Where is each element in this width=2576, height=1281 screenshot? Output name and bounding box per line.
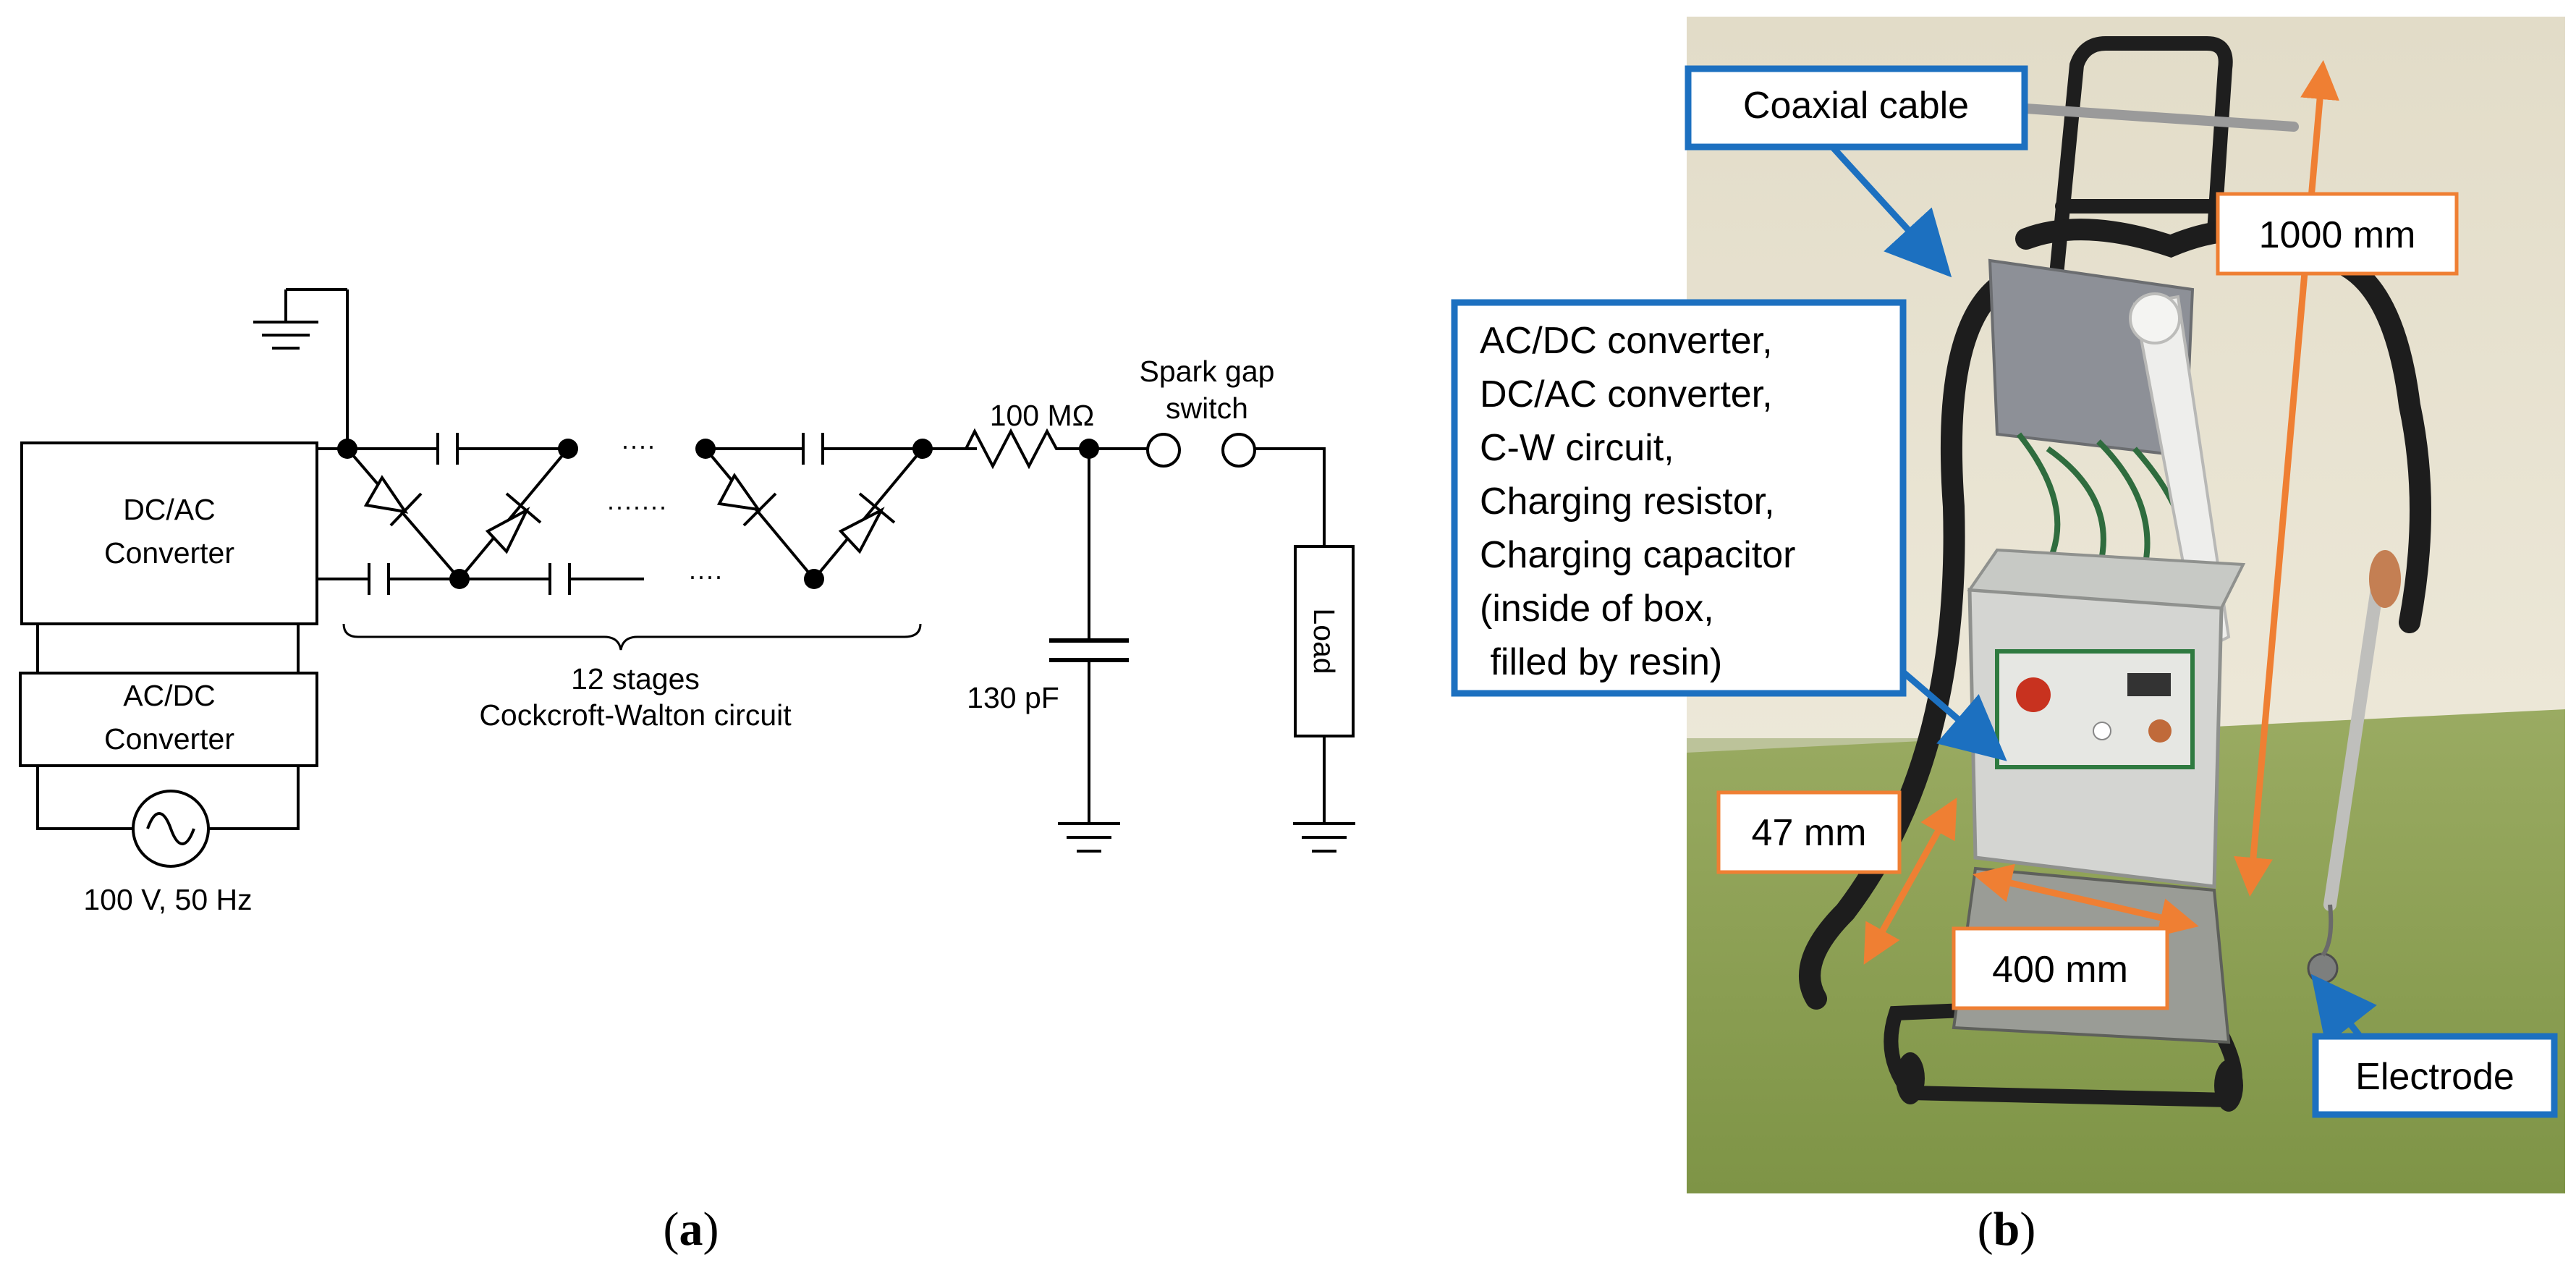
electrode-pointer-arrow (2310, 973, 2377, 1046)
box-contents-line-4: Charging resistor, (1480, 481, 1775, 523)
coaxial-callout-box (1685, 65, 2028, 151)
width-dimension-arrow (1973, 863, 2199, 937)
hv-probe-grip (2369, 550, 2401, 608)
depth-dimension-arrow (1863, 798, 1957, 965)
ellipsis-top: ···· (621, 431, 656, 460)
hv-probe-electrode (2307, 952, 2339, 984)
acdc-converter-block (19, 672, 318, 767)
box-contents-line-7: filled by resin) (1480, 641, 1722, 683)
cw-caption-line2: Cockcroft-Walton circuit (479, 698, 792, 732)
spark-gap-label-line1: Spark gap (1140, 355, 1275, 388)
control-display (2127, 673, 2171, 696)
dcac-converter-block (20, 441, 318, 625)
depth-label-box (1716, 790, 1902, 874)
spark-gap-label-line2: switch (1166, 392, 1248, 425)
box-contents-line-1: AC/DC converter, (1480, 320, 1773, 362)
stage-brace (342, 623, 922, 651)
diode-1 (346, 447, 461, 580)
width-label-text: 400 mm (1992, 949, 2128, 991)
box-contents-line-5: Charging capacitor (1480, 534, 1795, 576)
ellipsis-middle: ······· (606, 491, 667, 521)
spark-gap-electrode-right (1221, 433, 1256, 468)
coaxial-callout-text: Coaxial cable (1743, 85, 1969, 127)
height-label-text: 1000 mm (2259, 214, 2416, 256)
ellipsis-bottom: ···· (688, 561, 723, 591)
dcac-label-line2: Converter (104, 536, 234, 570)
depth-label-text: 47 mm (1752, 812, 1867, 854)
diode-2 (458, 447, 569, 580)
diode-3 (704, 447, 815, 580)
panel-a-caption: (a) (664, 1203, 719, 1256)
electrode-callout-box (2312, 1033, 2558, 1118)
control-switch (2016, 677, 2051, 712)
ground-symbol-capacitor (1058, 822, 1120, 853)
ground-symbol-load (1293, 822, 1355, 853)
box-contents-line-2: DC/AC converter, (1480, 373, 1773, 415)
height-label-box (2216, 192, 2459, 276)
ac-source-label: 100 V, 50 Hz (83, 883, 252, 916)
box-pointer-arrow (1894, 663, 2007, 761)
acdc-label-line1: AC/DC (123, 679, 216, 712)
width-label-box (1952, 926, 2169, 1010)
capacitor-label: 130 pF (967, 681, 1059, 714)
resistor-symbol (923, 428, 1089, 470)
box-contents-line-6: (inside of box, (1480, 588, 1714, 630)
electrode-callout-text: Electrode (2355, 1056, 2514, 1098)
resistor-label: 100 MΩ (990, 399, 1095, 432)
box-contents-line-3: C-W circuit, (1480, 427, 1674, 469)
spark-gap-electrode-left (1146, 433, 1181, 468)
acdc-label-line2: Converter (104, 722, 234, 756)
ac-source-symbol (132, 790, 210, 868)
diode-4 (813, 447, 924, 580)
ground-symbol-top (253, 288, 349, 449)
circuit-schematic (19, 288, 1355, 868)
load-label: Load (1308, 608, 1341, 674)
dcac-label-line1: DC/AC (123, 493, 216, 526)
coaxial-pointer-arrow (1824, 138, 1952, 278)
panel-b-caption: (b) (1978, 1203, 2036, 1256)
cw-caption-line1: 12 stages (571, 662, 700, 696)
box-contents-callout-box (1451, 299, 1907, 697)
